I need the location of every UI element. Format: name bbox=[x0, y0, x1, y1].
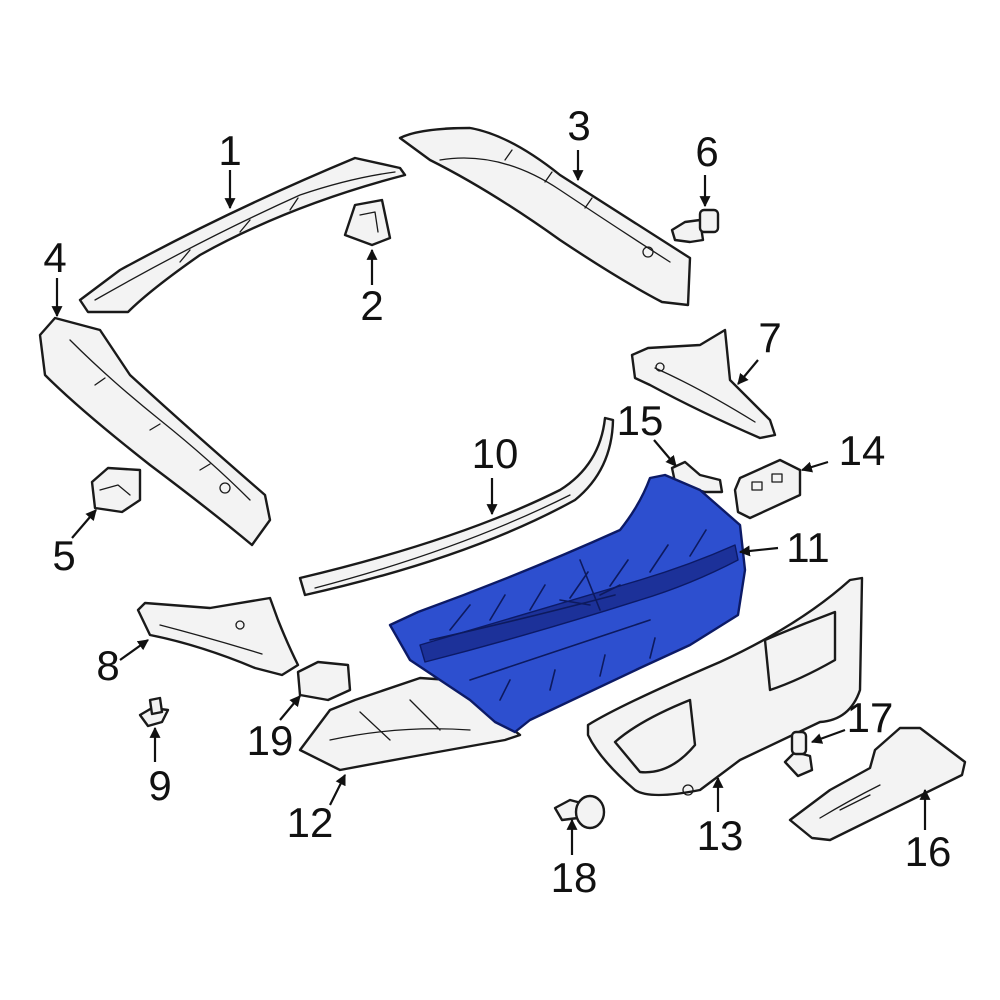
callout-10: 10 bbox=[472, 430, 519, 477]
callout-4: 4 bbox=[43, 234, 66, 281]
part-18-screw[interactable] bbox=[553, 794, 606, 830]
leader-8 bbox=[119, 639, 149, 661]
callout-13: 13 bbox=[697, 812, 744, 859]
callout-8: 8 bbox=[96, 642, 119, 689]
callout-2: 2 bbox=[360, 282, 383, 329]
callout-16: 16 bbox=[905, 828, 952, 875]
leader-7 bbox=[737, 359, 759, 385]
part-13-trim-panel[interactable] bbox=[586, 576, 864, 797]
part-4-trim-panel[interactable] bbox=[38, 316, 272, 547]
callout-9: 9 bbox=[148, 762, 171, 809]
leader-17 bbox=[810, 728, 846, 744]
part-7-bracket[interactable] bbox=[630, 328, 777, 440]
callout-15: 15 bbox=[617, 397, 664, 444]
part-2-clip[interactable] bbox=[343, 198, 392, 247]
part-6-screw[interactable] bbox=[670, 208, 720, 244]
callout-19: 19 bbox=[247, 717, 294, 764]
part-12-floor-panel[interactable] bbox=[298, 676, 522, 772]
part-8-bracket[interactable] bbox=[136, 596, 300, 677]
callout-1: 1 bbox=[218, 127, 241, 174]
callout-6: 6 bbox=[695, 128, 718, 175]
leader-14 bbox=[800, 460, 829, 473]
leader-11 bbox=[738, 545, 779, 557]
part-3-trim-panel[interactable] bbox=[398, 126, 692, 307]
leader-15 bbox=[653, 439, 677, 467]
part-19-bumper[interactable] bbox=[296, 660, 352, 702]
callout-14: 14 bbox=[839, 427, 886, 474]
callout-labels: 1 2 3 4 5 6 7 8 9 10 11 12 13 14 15 16 1… bbox=[43, 102, 951, 901]
part-11-closing-panel[interactable] bbox=[388, 473, 747, 734]
part-9-pushpin[interactable] bbox=[138, 696, 170, 728]
leader-12 bbox=[329, 774, 346, 806]
part-14-hinge[interactable] bbox=[733, 458, 802, 520]
part-10-weatherstrip[interactable] bbox=[298, 416, 615, 597]
leader-5 bbox=[71, 509, 97, 539]
part-1-trim-panel[interactable] bbox=[78, 156, 407, 314]
callout-12: 12 bbox=[287, 799, 334, 846]
leader-lines bbox=[51, 150, 931, 855]
leader-19 bbox=[279, 695, 301, 721]
part-17-screw[interactable] bbox=[783, 730, 814, 778]
callout-11: 11 bbox=[786, 524, 830, 571]
callout-7: 7 bbox=[758, 314, 781, 361]
callout-3: 3 bbox=[567, 102, 590, 149]
callout-5: 5 bbox=[52, 532, 75, 579]
callout-18: 18 bbox=[551, 854, 598, 901]
part-16-handle[interactable] bbox=[788, 726, 967, 842]
callout-17: 17 bbox=[847, 694, 894, 741]
part-5-clip[interactable] bbox=[90, 466, 142, 514]
